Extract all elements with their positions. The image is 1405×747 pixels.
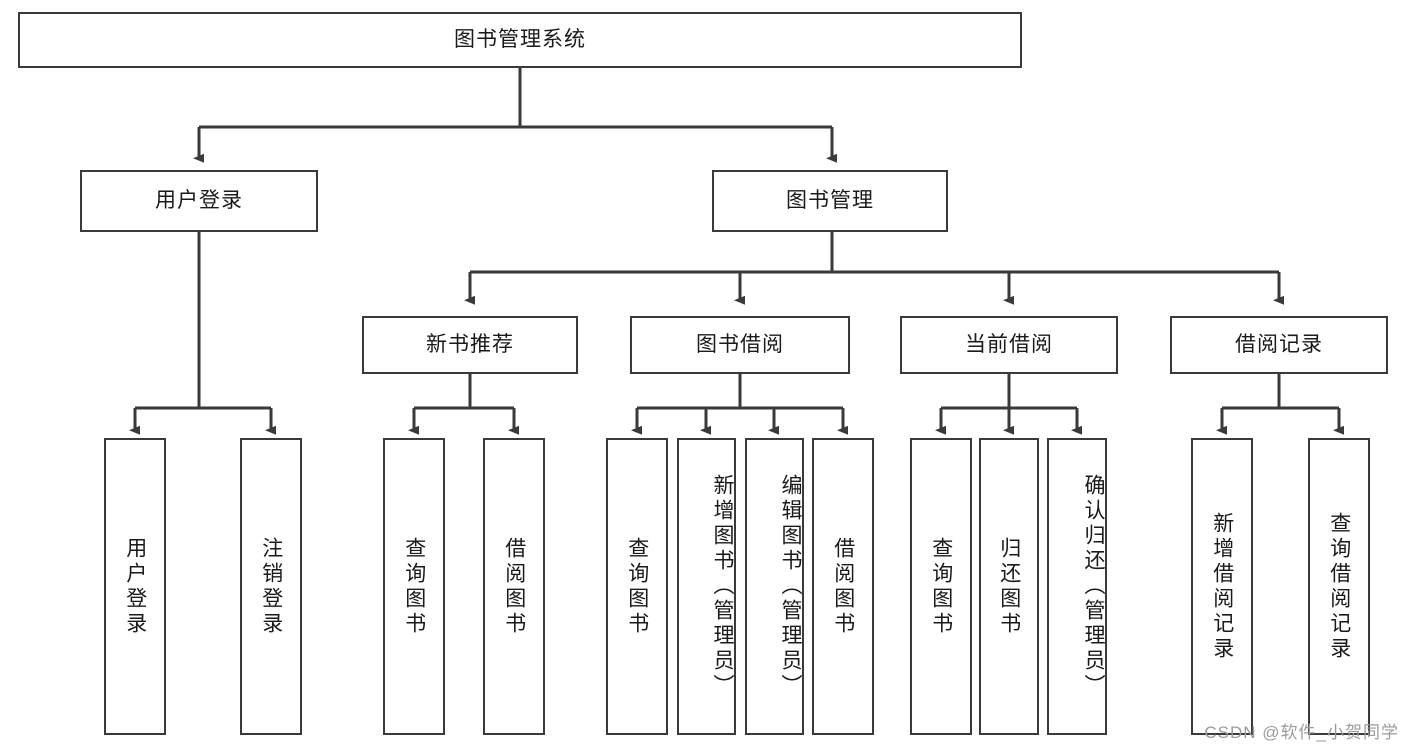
node-user-login[interactable]: 用户登录 (80, 170, 318, 232)
leaf-query-borrow-record[interactable]: 查询借阅记录 (1308, 438, 1370, 735)
leaf-edit-book-admin[interactable]: 编辑图书（管理员） (745, 438, 804, 735)
leaf-confirm-return-admin[interactable]: 确认归还（管理员） (1047, 438, 1107, 735)
leaf-user-login[interactable]: 用户登录 (104, 438, 166, 735)
node-current-borrow[interactable]: 当前借阅 (900, 316, 1118, 374)
node-root-system[interactable]: 图书管理系统 (18, 12, 1022, 68)
leaf-query-book-current[interactable]: 查询图书 (910, 438, 972, 735)
leaf-logout-login[interactable]: 注销登录 (240, 438, 302, 735)
watermark-credit: CSDN @软件_小贺同学 (1204, 723, 1399, 742)
leaf-query-book-borrow[interactable]: 查询图书 (606, 438, 668, 735)
leaf-add-borrow-record[interactable]: 新增借阅记录 (1191, 438, 1253, 735)
node-book-management[interactable]: 图书管理 (712, 170, 948, 232)
leaf-return-book[interactable]: 归还图书 (979, 438, 1039, 735)
node-borrow-record[interactable]: 借阅记录 (1170, 316, 1388, 374)
leaf-add-book-admin[interactable]: 新增图书（管理员） (677, 438, 736, 735)
leaf-borrow-book-borrow[interactable]: 借阅图书 (812, 438, 874, 735)
node-book-borrow[interactable]: 图书借阅 (630, 316, 850, 374)
leaf-borrow-book-recommend[interactable]: 借阅图书 (483, 438, 545, 735)
leaf-query-book-recommend[interactable]: 查询图书 (383, 438, 445, 735)
node-new-book-recommend[interactable]: 新书推荐 (362, 316, 578, 374)
